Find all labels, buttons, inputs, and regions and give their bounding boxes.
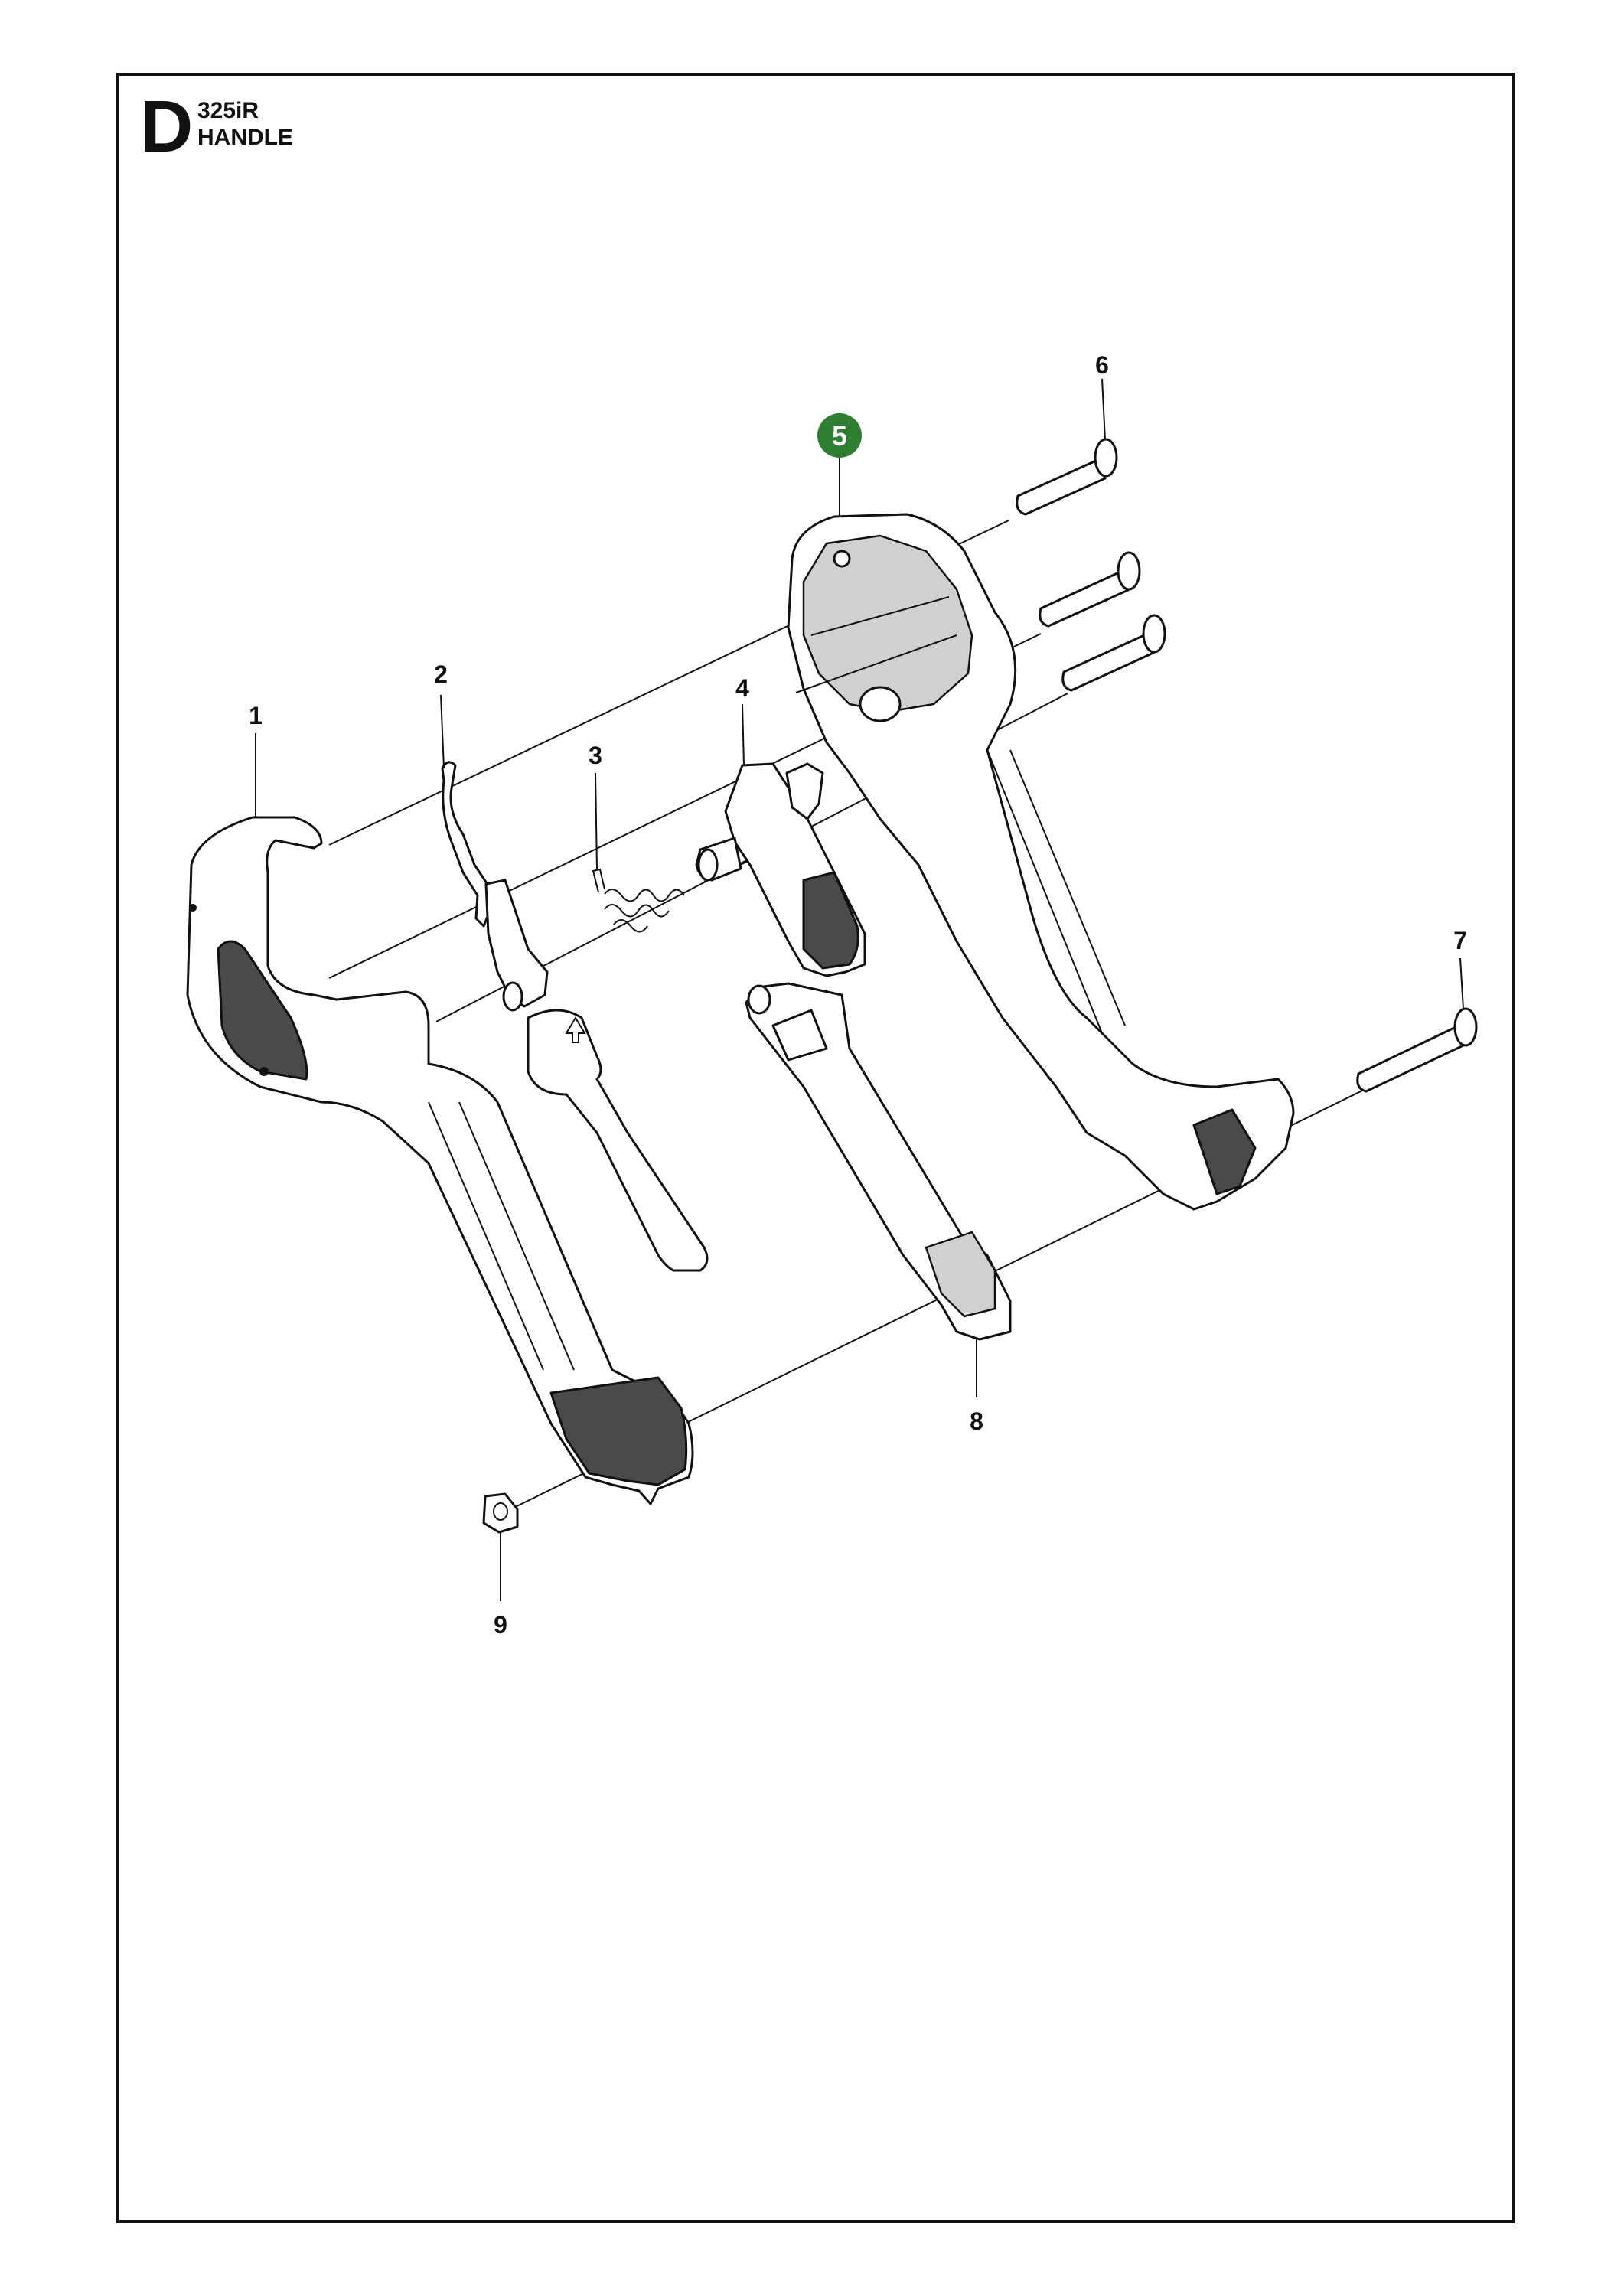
callout-8: 8 [970,1407,983,1435]
section-title: HANDLE [197,125,293,150]
part-4-trigger [695,762,866,977]
callout-labels: 1 2 3 4 5 6 7 8 9 [249,351,1467,1639]
sheet-frame [116,73,1515,2223]
leader-lines [255,378,1464,1601]
callout-1: 1 [249,702,263,729]
callout-9: 9 [494,1611,507,1639]
section-letter: D [140,86,194,168]
part-9-nut [482,1492,519,1534]
part-3-spring [592,868,685,933]
part-7-screw [1356,1007,1478,1093]
callout-5-badge: 5 [817,413,862,458]
callout-4: 4 [735,674,749,702]
part-2-clip [441,761,491,928]
callout-3: 3 [589,742,602,769]
model-name: 325iR [197,98,259,123]
callout-2: 2 [434,660,448,688]
part-1-handle-half [186,816,694,1505]
part-6-screws [1016,438,1166,692]
throttle-lever [484,879,709,1272]
part-5-handle-half [787,513,1295,1211]
callout-5: 5 [832,420,847,452]
callout-6: 6 [1095,351,1109,379]
callout-7: 7 [1453,927,1467,954]
part-8-insert [745,982,1012,1341]
